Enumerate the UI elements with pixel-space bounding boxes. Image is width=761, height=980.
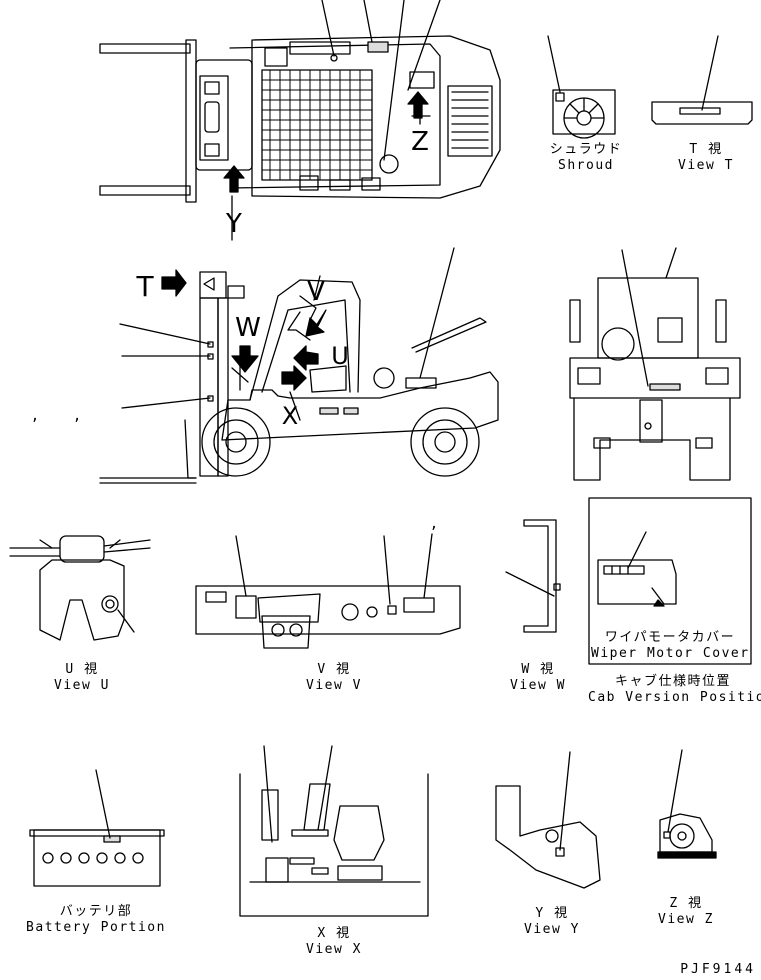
wiper-cover-caption: ワイパモータカバー Wiper Motor Cover — [591, 630, 749, 662]
arrow-u — [293, 345, 319, 371]
view-y-caption: Y 視 View Y — [514, 906, 590, 938]
view-v-comma: , — [430, 516, 438, 532]
arrow-w — [231, 345, 259, 373]
top-view-forklift — [99, 0, 501, 241]
arrow-x — [281, 365, 307, 391]
view-y-caption-jp: Y 視 — [535, 906, 569, 921]
marker-y-top: Y — [225, 209, 242, 239]
marker-u: U — [331, 342, 349, 370]
view-v-detail — [195, 533, 461, 649]
battery-detail — [29, 769, 165, 887]
marker-v: V — [307, 277, 325, 307]
arrow-t — [161, 269, 187, 297]
wiper-cover-detail — [588, 497, 752, 665]
part-code: PJF9144 — [680, 962, 756, 977]
view-y-detail — [495, 751, 601, 889]
shroud-caption: シュラウド Shroud — [548, 142, 624, 174]
view-w-caption: W 視 View W — [500, 662, 576, 694]
view-z-detail — [657, 749, 717, 859]
shroud-caption-en: Shroud — [558, 158, 614, 173]
shroud-caption-jp: シュラウド — [549, 142, 623, 157]
view-z-caption-jp: Z 視 — [669, 896, 703, 911]
view-u-caption-en: View U — [54, 678, 110, 693]
view-t-detail — [651, 35, 753, 125]
cab-version-caption: キャブ仕様時位置 Cab Version Position — [588, 674, 761, 706]
view-x-caption-jp: X 視 — [317, 926, 351, 941]
view-y-caption-en: View Y — [524, 922, 580, 937]
view-v-caption-en: View V — [306, 678, 362, 693]
view-u-caption: U 視 View U — [44, 662, 120, 694]
view-x-caption: X 視 View X — [296, 926, 372, 958]
view-x-caption-en: View X — [306, 942, 362, 957]
shroud-detail — [547, 35, 616, 139]
view-v-caption-jp: V 視 — [317, 662, 351, 677]
view-z-caption: Z 視 View Z — [648, 896, 724, 928]
marker-t: T — [135, 270, 154, 303]
side-commas: , , — [31, 408, 82, 424]
marker-z: Z — [411, 127, 429, 157]
marker-x: X — [282, 402, 298, 430]
wiper-cover-caption-jp: ワイパモータカバー — [604, 630, 736, 645]
side-view-forklift — [99, 247, 499, 484]
cab-version-caption-jp: キャブ仕様時位置 — [614, 674, 731, 689]
view-w-caption-en: View W — [510, 678, 566, 693]
marker-w: W — [235, 313, 261, 343]
cab-version-caption-en: Cab Version Position — [588, 690, 761, 705]
view-x-detail — [239, 745, 429, 917]
view-t-caption-en: View T — [678, 158, 734, 173]
view-w-caption-jp: W 視 — [521, 662, 555, 677]
view-w-detail — [505, 519, 561, 633]
rear-view-forklift — [569, 247, 741, 481]
view-t-caption-jp: T 視 — [689, 142, 723, 157]
arrow-v — [305, 309, 327, 337]
battery-caption: バッテリ部 Battery Portion — [26, 904, 166, 936]
wiper-cover-caption-en: Wiper Motor Cover — [591, 646, 750, 661]
view-u-detail — [9, 535, 151, 641]
battery-caption-en: Battery Portion — [26, 920, 166, 935]
view-u-caption-jp: U 視 — [65, 662, 99, 677]
view-z-caption-en: View Z — [658, 912, 714, 927]
battery-caption-jp: バッテリ部 — [59, 904, 133, 919]
view-v-caption: V 視 View V — [296, 662, 372, 694]
view-t-caption: T 視 View T — [668, 142, 744, 174]
